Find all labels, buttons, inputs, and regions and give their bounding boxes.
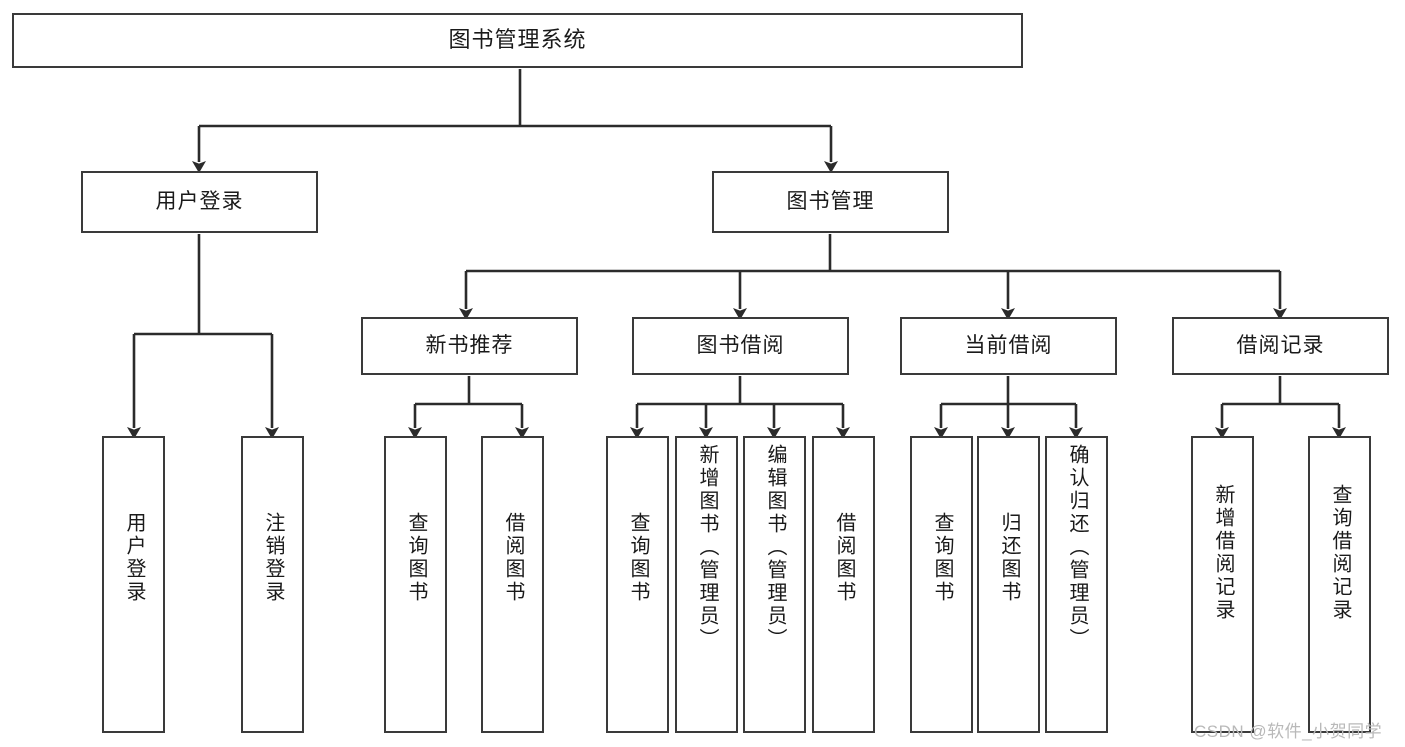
leaf-new-book-query[interactable]: 查询图书 xyxy=(384,436,447,733)
node-label: 查询图书 xyxy=(627,512,649,604)
csdn-watermark: CSDN @软件_小贺同学 xyxy=(1194,722,1383,741)
node-label: 编辑图书（管理员） xyxy=(764,444,786,651)
node-label: 归还图书 xyxy=(998,512,1020,604)
node-borrow-record[interactable]: 借阅记录 xyxy=(1172,317,1389,375)
node-label: 新增借阅记录 xyxy=(1212,484,1234,622)
node-label: 查询图书 xyxy=(931,512,953,604)
node-label: 借阅图书 xyxy=(833,512,855,604)
leaf-user-login-signin[interactable]: 用户登录 xyxy=(102,436,165,733)
node-new-book-recommend[interactable]: 新书推荐 xyxy=(361,317,578,375)
node-root-system[interactable]: 图书管理系统 xyxy=(12,13,1023,68)
node-current-borrow[interactable]: 当前借阅 xyxy=(900,317,1117,375)
node-label: 借阅记录 xyxy=(1236,334,1325,358)
leaf-current-borrow-return[interactable]: 归还图书 xyxy=(977,436,1040,733)
node-label: 借阅图书 xyxy=(502,512,524,604)
leaf-current-borrow-query[interactable]: 查询图书 xyxy=(910,436,973,733)
node-label: 用户登录 xyxy=(123,512,145,604)
leaf-book-borrow-query[interactable]: 查询图书 xyxy=(606,436,669,733)
node-label: 图书管理 xyxy=(786,190,875,214)
leaf-book-borrow-lend[interactable]: 借阅图书 xyxy=(812,436,875,733)
leaf-new-book-borrow[interactable]: 借阅图书 xyxy=(481,436,544,733)
leaf-current-borrow-confirm[interactable]: 确认归还（管理员） xyxy=(1045,436,1108,733)
node-user-login[interactable]: 用户登录 xyxy=(81,171,318,233)
leaf-book-borrow-add[interactable]: 新增图书（管理员） xyxy=(675,436,738,733)
node-label: 新增图书（管理员） xyxy=(696,444,718,651)
node-book-management[interactable]: 图书管理 xyxy=(712,171,949,233)
leaf-borrow-record-add[interactable]: 新增借阅记录 xyxy=(1191,436,1254,733)
node-label: 查询借阅记录 xyxy=(1329,484,1351,622)
node-label: 确认归还（管理员） xyxy=(1066,444,1088,651)
node-label: 图书管理系统 xyxy=(448,27,587,53)
node-label: 图书借阅 xyxy=(696,334,785,358)
node-label: 新书推荐 xyxy=(425,334,514,358)
leaf-user-login-signout[interactable]: 注销登录 xyxy=(241,436,304,733)
leaf-book-borrow-edit[interactable]: 编辑图书（管理员） xyxy=(743,436,806,733)
node-label: 当前借阅 xyxy=(964,334,1053,358)
node-book-borrow[interactable]: 图书借阅 xyxy=(632,317,849,375)
leaf-borrow-record-query[interactable]: 查询借阅记录 xyxy=(1308,436,1371,733)
node-label: 查询图书 xyxy=(405,512,427,604)
node-label: 注销登录 xyxy=(262,512,284,604)
node-label: 用户登录 xyxy=(155,190,244,214)
